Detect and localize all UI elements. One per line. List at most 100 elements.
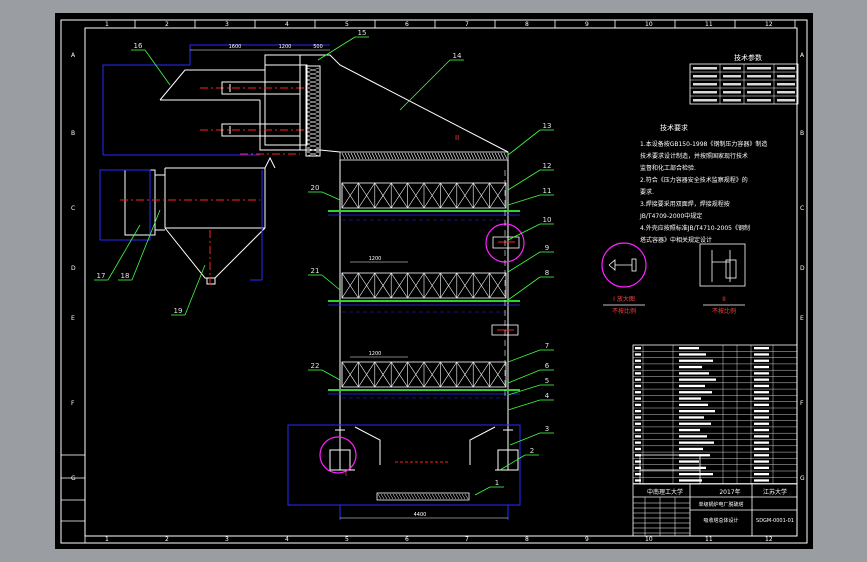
bottom-drain-plate <box>376 492 470 501</box>
leader-lines <box>94 36 554 496</box>
leader-line <box>507 369 541 384</box>
zone-number-top: 11 <box>705 21 713 28</box>
hatch-line <box>341 152 346 160</box>
leader-line <box>507 169 541 191</box>
hatch-line <box>440 493 445 500</box>
tech-req-line: 1.本设备按GB150-1998《钢制压力容器》制造 <box>640 140 767 148</box>
hatch-line <box>431 152 436 160</box>
zone-letter-right: D <box>800 265 805 272</box>
zone-letter-right: F <box>800 400 804 407</box>
zone-number-top: 8 <box>525 21 529 28</box>
hatch-line <box>306 127 320 133</box>
hatch-line <box>389 152 394 160</box>
hatch-line <box>443 152 448 160</box>
leader-line <box>107 224 141 281</box>
part-number: 12 <box>543 162 552 170</box>
leader-line <box>474 486 491 496</box>
zone-letter-right: E <box>800 315 804 322</box>
hatch-line <box>491 152 496 160</box>
hatch-line <box>344 152 349 160</box>
hatch-line <box>377 493 382 500</box>
part-number: 4 <box>545 392 550 400</box>
drain-hatch <box>377 493 469 500</box>
zone-number-top: 10 <box>645 21 653 28</box>
hatch-line <box>461 493 466 500</box>
leader-line <box>321 191 341 201</box>
tech-req-line: 要求. <box>640 188 654 196</box>
leader-line <box>399 59 451 111</box>
top-dimensions: 1600 1200 500 <box>190 44 330 51</box>
zone-letter-right: C <box>800 205 804 212</box>
hatch-line <box>419 493 424 500</box>
left-bottom-strip <box>60 454 86 544</box>
dim-mid-2: 1200 <box>369 351 382 357</box>
leader-line <box>507 399 541 411</box>
hatch-line <box>464 493 469 500</box>
separator-red <box>120 199 260 285</box>
title-drawing-name: 吸收塔总体设计 <box>703 517 738 524</box>
hatch-line <box>347 152 352 160</box>
tech-req-line: 2.符合《压力容器安全技术监察规程》的 <box>640 176 748 184</box>
dim-top-1: 1600 <box>229 44 242 50</box>
title-year: 2017年 <box>719 488 740 496</box>
hatch-line <box>503 152 508 160</box>
support-frame <box>287 424 521 506</box>
hatch-line <box>306 119 320 125</box>
hatch-line <box>464 152 469 160</box>
hatch-line <box>446 493 451 500</box>
zone-letter-right: G <box>800 475 805 482</box>
tech-req-line: 4.外壳应按照标准JB/T4710-2005《钢制 <box>640 224 750 232</box>
hatch-line <box>407 152 412 160</box>
leader-line <box>321 274 341 291</box>
hatch-line <box>401 493 406 500</box>
hatch-line <box>422 152 427 160</box>
leader-line <box>144 49 171 86</box>
leader-line <box>507 223 541 241</box>
hatch-line <box>374 152 379 160</box>
hatch-line <box>383 493 388 500</box>
tech-params-table <box>689 63 799 105</box>
tech-req-lines: 1.本设备按GB150-1998《钢制压力容器》制造技术要求设计制造，并按照国家… <box>639 140 767 244</box>
hatch-line <box>380 493 385 500</box>
title-block-text: 2017年 江苏大学 中南理工大学 单级锅炉电厂脱硫塔 吸收塔总体设计 SDGM… <box>647 488 794 524</box>
tech-req-line: 监督和化工部合检验. <box>640 164 696 172</box>
leader-line <box>509 432 541 446</box>
nozzle-top <box>492 236 520 249</box>
title-project: 单级锅炉电厂脱硫塔 <box>698 501 743 508</box>
hatch-line <box>410 493 415 500</box>
hatch-line <box>371 152 376 160</box>
flange-15 <box>305 65 321 157</box>
hatch-line <box>440 152 445 160</box>
dim-mid-1: 1200 <box>369 256 382 262</box>
detail-i-circle <box>319 436 357 474</box>
mid-dimensions: 1200 1200 <box>350 256 408 358</box>
hatch-line <box>306 135 320 141</box>
hatch-line <box>431 493 436 500</box>
tower-legs <box>329 425 519 471</box>
zone-letter-left: E <box>71 315 75 322</box>
packing-layer <box>328 182 520 216</box>
hatch-line <box>306 123 320 129</box>
hatch-line <box>368 152 373 160</box>
hatch-line <box>461 152 466 160</box>
hatch-line <box>413 493 418 500</box>
zone-number-top: 12 <box>765 21 773 28</box>
hatch-line <box>437 152 442 160</box>
hatch-line <box>356 152 361 160</box>
hatch-line <box>306 131 320 137</box>
part-number: 19 <box>174 307 183 315</box>
tech-req-line: 塔式容器》中相关规定设计 <box>640 236 712 244</box>
detail-ii: II 不按比例 <box>699 243 746 315</box>
duct-pipes <box>221 81 301 137</box>
zone-number-bottom: 6 <box>405 536 409 543</box>
hatch-line <box>404 152 409 160</box>
hatch-line <box>458 493 463 500</box>
zone-number-bottom: 5 <box>345 536 349 543</box>
hatch-line <box>380 152 385 160</box>
hatch-line <box>392 493 397 500</box>
hatch-line <box>392 152 397 160</box>
part-number: 7 <box>545 342 549 350</box>
leader-line <box>507 129 541 156</box>
part-number: 15 <box>358 29 367 37</box>
